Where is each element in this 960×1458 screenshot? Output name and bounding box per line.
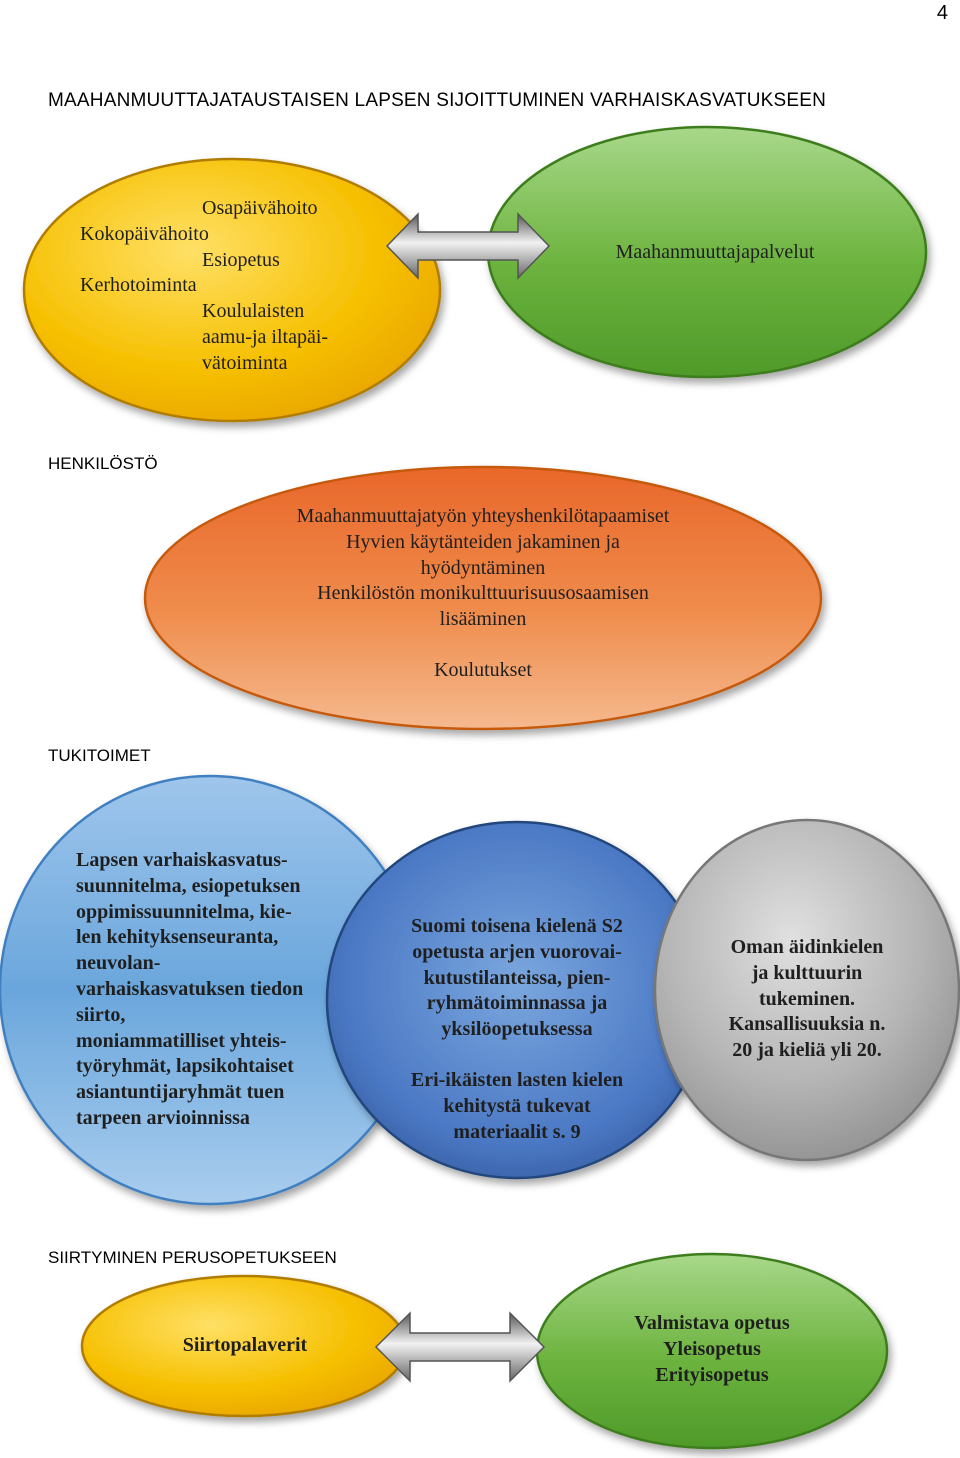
service-item: Kerhotoiminta xyxy=(80,274,197,297)
service-item: Kokopäivähoito xyxy=(80,222,209,245)
staff-item: Henkilöstön monikulttuurisuusosaamisen xyxy=(317,582,649,605)
immigrant-services-text: Maahanmuuttajapalvelut xyxy=(560,240,870,266)
mother-tongue-line: 20 ja kieliä yli 20. xyxy=(732,1039,882,1062)
education-form-item: Valmistava opetus xyxy=(634,1312,790,1334)
s2-line: opetusta arjen vuorovai- xyxy=(412,940,622,963)
s2-line: kehitystä tukevat xyxy=(443,1094,591,1117)
s2-line: Suomi toisena kielenä S2 xyxy=(411,915,623,937)
page-number: 4 xyxy=(936,2,948,24)
s2-line: materiaalit s. 9 xyxy=(453,1120,581,1143)
plans-line: neuvolan- xyxy=(76,952,161,975)
plans-line: tarpeen arvioinnissa xyxy=(76,1106,250,1129)
services-text: Osapäivähoito Kokopäivähoito Esiopetus K… xyxy=(80,196,380,377)
staff-footer: Koulutukset xyxy=(434,658,532,681)
section-label-henkilosto: HENKILÖSTÖ xyxy=(48,454,158,473)
plans-line: oppimissuunnitelma, kie- xyxy=(76,900,292,923)
plans-line: asiantuntijaryhmät tuen xyxy=(76,1081,285,1104)
plans-line: siirto, xyxy=(76,1003,126,1026)
education-forms-text: Valmistava opetus Yleisopetus Erityisope… xyxy=(582,1311,842,1388)
plans-line: len kehityksenseuranta, xyxy=(76,926,279,949)
education-form-item: Erityisopetus xyxy=(655,1363,769,1386)
plans-line: varhaiskasvatuksen tiedon xyxy=(76,977,304,1000)
s2-line: ryhmätoiminnassa ja xyxy=(426,992,608,1015)
mother-tongue-text: Oman äidinkielen ja kulttuurin tukeminen… xyxy=(682,935,932,1064)
mother-tongue-circle xyxy=(653,818,960,1162)
staff-item: hyödyntäminen xyxy=(420,556,546,579)
plans-line: työryhmät, lapsikohtaiset xyxy=(76,1055,294,1078)
mother-tongue-line: Oman äidinkielen xyxy=(730,936,884,958)
transition-meetings-text: Siirtopalaverit xyxy=(120,1333,370,1359)
service-item: Osapäivähoito xyxy=(202,197,318,219)
services-ellipse xyxy=(22,157,442,423)
s2-line: Eri-ikäisten lasten kielen xyxy=(410,1068,624,1091)
section-label-tukitoimet: TUKITOIMET xyxy=(48,746,151,765)
staff-ellipse xyxy=(143,465,823,731)
service-item: Esiopetus xyxy=(202,248,280,271)
mother-tongue-line: ja kulttuurin xyxy=(751,961,863,984)
plans-line: Lapsen varhaiskasvatus- xyxy=(76,849,288,871)
mother-tongue-line: tukeminen. xyxy=(758,987,856,1010)
staff-item: Hyvien käytänteiden jakaminen ja xyxy=(346,530,620,553)
plans-line: moniammatilliset yhteis- xyxy=(76,1029,287,1052)
finnish-s2-text: Suomi toisena kielenä S2 opetusta arjen … xyxy=(372,914,662,1145)
staff-item: lisääminen xyxy=(439,608,527,631)
staff-item: Maahanmuuttajatyön yhteyshenkilötapaamis… xyxy=(296,505,670,527)
double-arrow-bottom xyxy=(374,1311,546,1383)
mother-tongue-line: Kansallisuuksia n. xyxy=(728,1013,886,1036)
section-label-siirtyminen: SIIRTYMINEN PERUSOPETUKSEEN xyxy=(48,1248,337,1267)
education-form-item: Yleisopetus xyxy=(663,1337,761,1360)
s2-line: yksilöopetuksessa xyxy=(441,1018,593,1041)
service-item: aamu-ja iltapäi- xyxy=(202,325,329,348)
immigrant-services-label: Maahanmuuttajapalvelut xyxy=(615,241,815,263)
service-item: Koululaisten xyxy=(202,300,305,323)
plans-text: Lapsen varhaiskasvatus- suunnitelma, esi… xyxy=(76,848,366,1132)
plans-line: suunnitelma, esiopetuksen xyxy=(76,874,301,897)
service-item: vätoiminta xyxy=(202,351,288,374)
transition-meetings-label: Siirtopalaverit xyxy=(182,1334,308,1356)
s2-line: kutustilanteissa, pien- xyxy=(423,966,611,989)
page-title: MAAHANMUUTTAJATAUSTAISEN LAPSEN SIJOITTU… xyxy=(48,90,827,111)
double-arrow-top xyxy=(385,212,551,280)
staff-text: Maahanmuuttajatyön yhteyshenkilötapaamis… xyxy=(183,504,783,684)
